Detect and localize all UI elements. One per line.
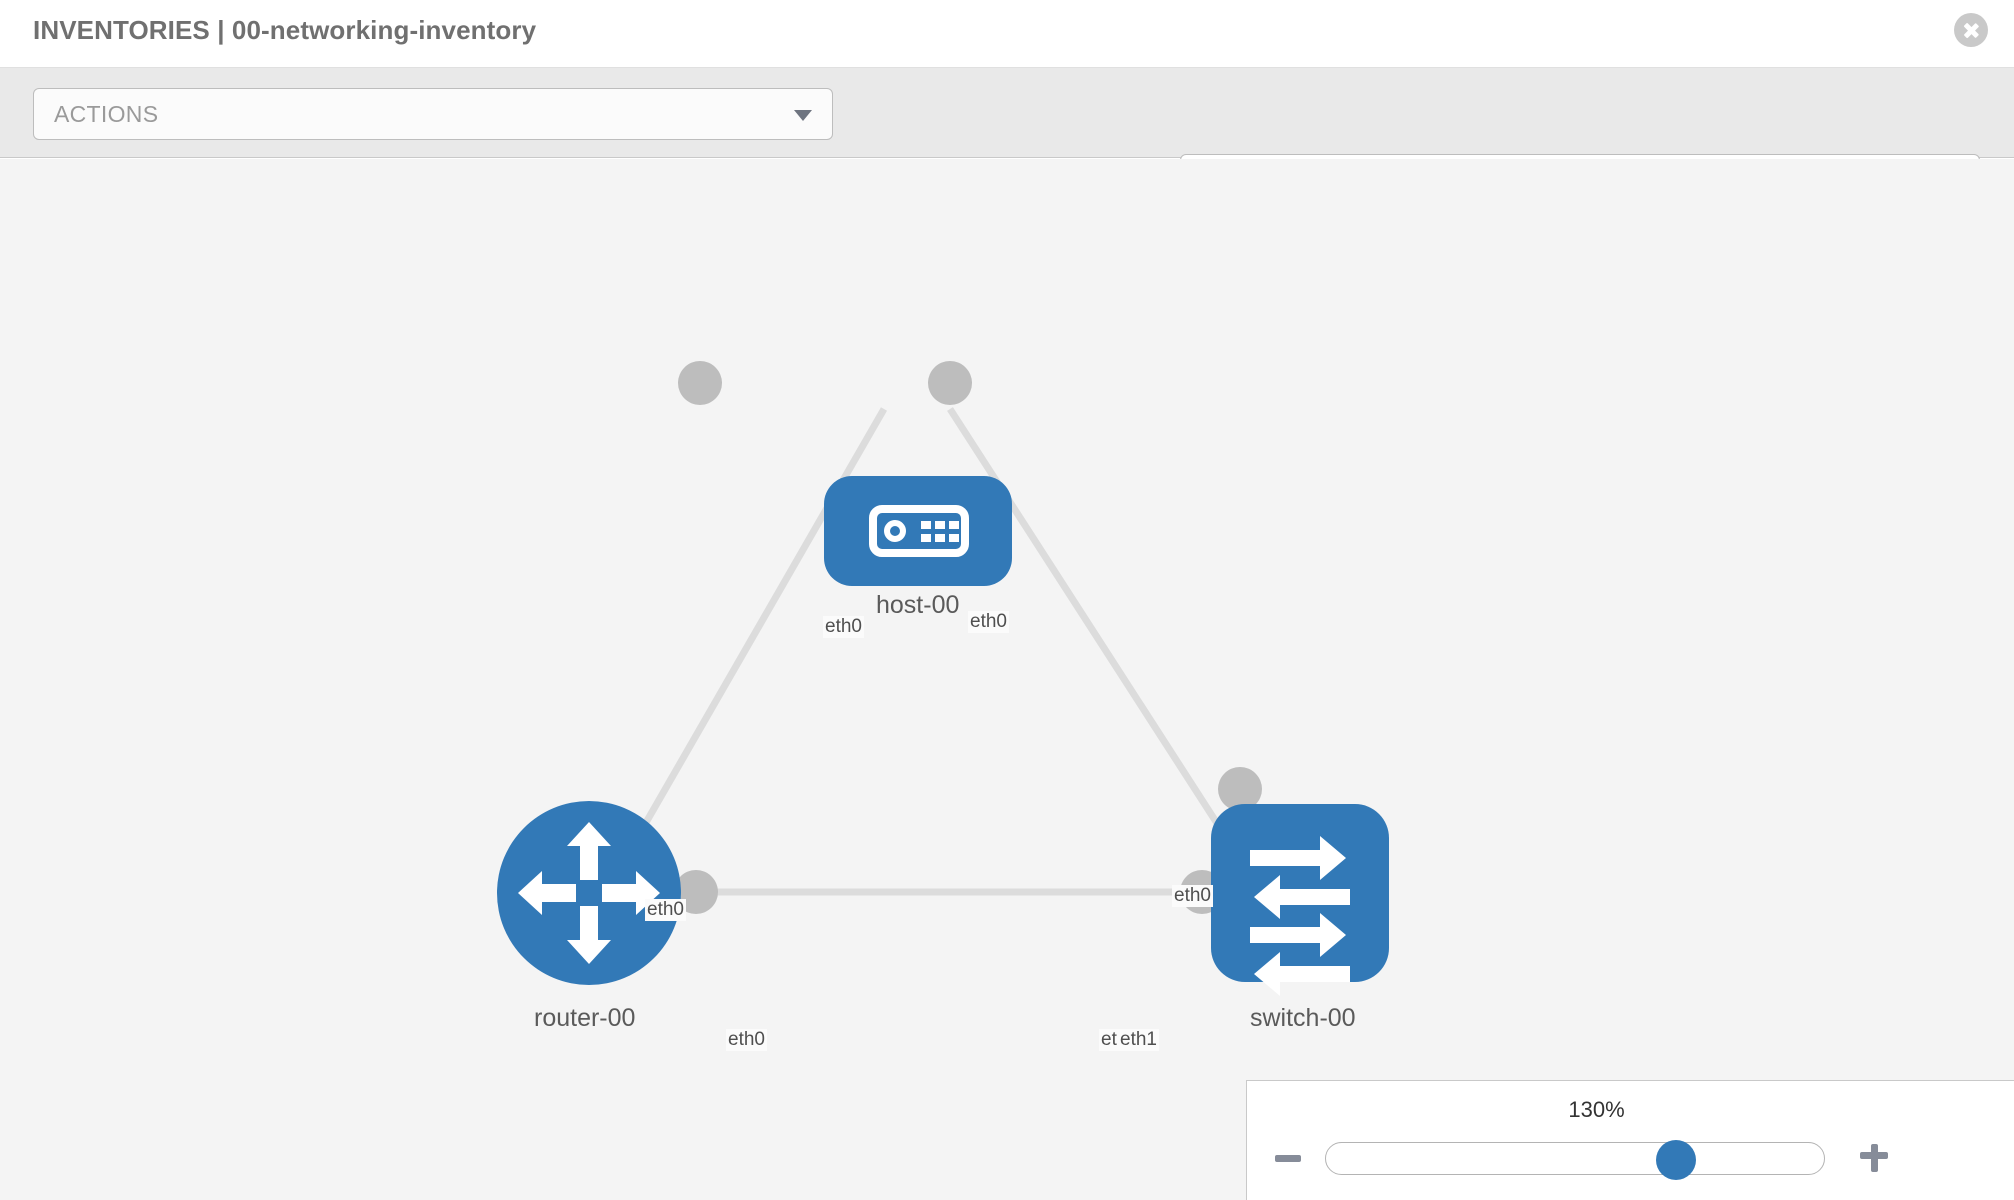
zoom-out-button[interactable] [1275, 1155, 1301, 1162]
zoom-in-button[interactable] [1857, 1141, 1891, 1175]
link-host-switch [947, 407, 1243, 861]
interface-label-host-right: eth0 [968, 611, 1009, 633]
page-header: INVENTORIES | 00-networking-inventory [0, 0, 2014, 68]
page-title: INVENTORIES | 00-networking-inventory [33, 15, 537, 45]
connector-switch-top [1218, 767, 1262, 811]
zoom-slider-thumb[interactable] [1656, 1140, 1696, 1180]
node-switch-00[interactable] [1211, 804, 1389, 996]
interface-label-router-right: eth0 [726, 1029, 767, 1051]
zoom-slider-track[interactable] [1325, 1140, 1825, 1180]
zoom-percent-label: 130% [1568, 1097, 1625, 1122]
toolbar: ACTIONS SEARCH [0, 68, 2014, 206]
close-icon[interactable] [1954, 13, 1988, 47]
actions-dropdown-label: ACTIONS [54, 101, 159, 127]
interface-label-switch-up: eth0 [1172, 885, 1213, 907]
interface-label-router-up: eth0 [645, 899, 686, 921]
interface-label-switch-left: eth1 [1118, 1029, 1159, 1051]
zoom-in-icon-stroke-2 [1860, 1151, 1888, 1159]
zoom-slider-row [1247, 1139, 2014, 1180]
zoom-control-panel: 130% [1246, 1080, 2014, 1200]
interface-label-host-left: eth0 [823, 616, 864, 638]
node-host-00[interactable] [824, 476, 1012, 586]
topology-graph [497, 361, 1389, 996]
chevron-down-icon [794, 110, 812, 121]
node-label-host-00: host-00 [873, 591, 963, 620]
connector-host-right [928, 361, 972, 405]
node-router-00[interactable] [497, 801, 681, 985]
switch-arrows-icon [1250, 836, 1350, 996]
node-label-switch-00: switch-00 [1247, 1004, 1359, 1033]
server-icon [869, 505, 969, 557]
connector-host-left [678, 361, 722, 405]
topology-canvas[interactable]: host-00 router-00 switch-00 eth0 eth0 et… [0, 159, 2014, 1200]
actions-dropdown[interactable]: ACTIONS [33, 88, 833, 140]
node-label-router-00: router-00 [531, 1004, 639, 1033]
